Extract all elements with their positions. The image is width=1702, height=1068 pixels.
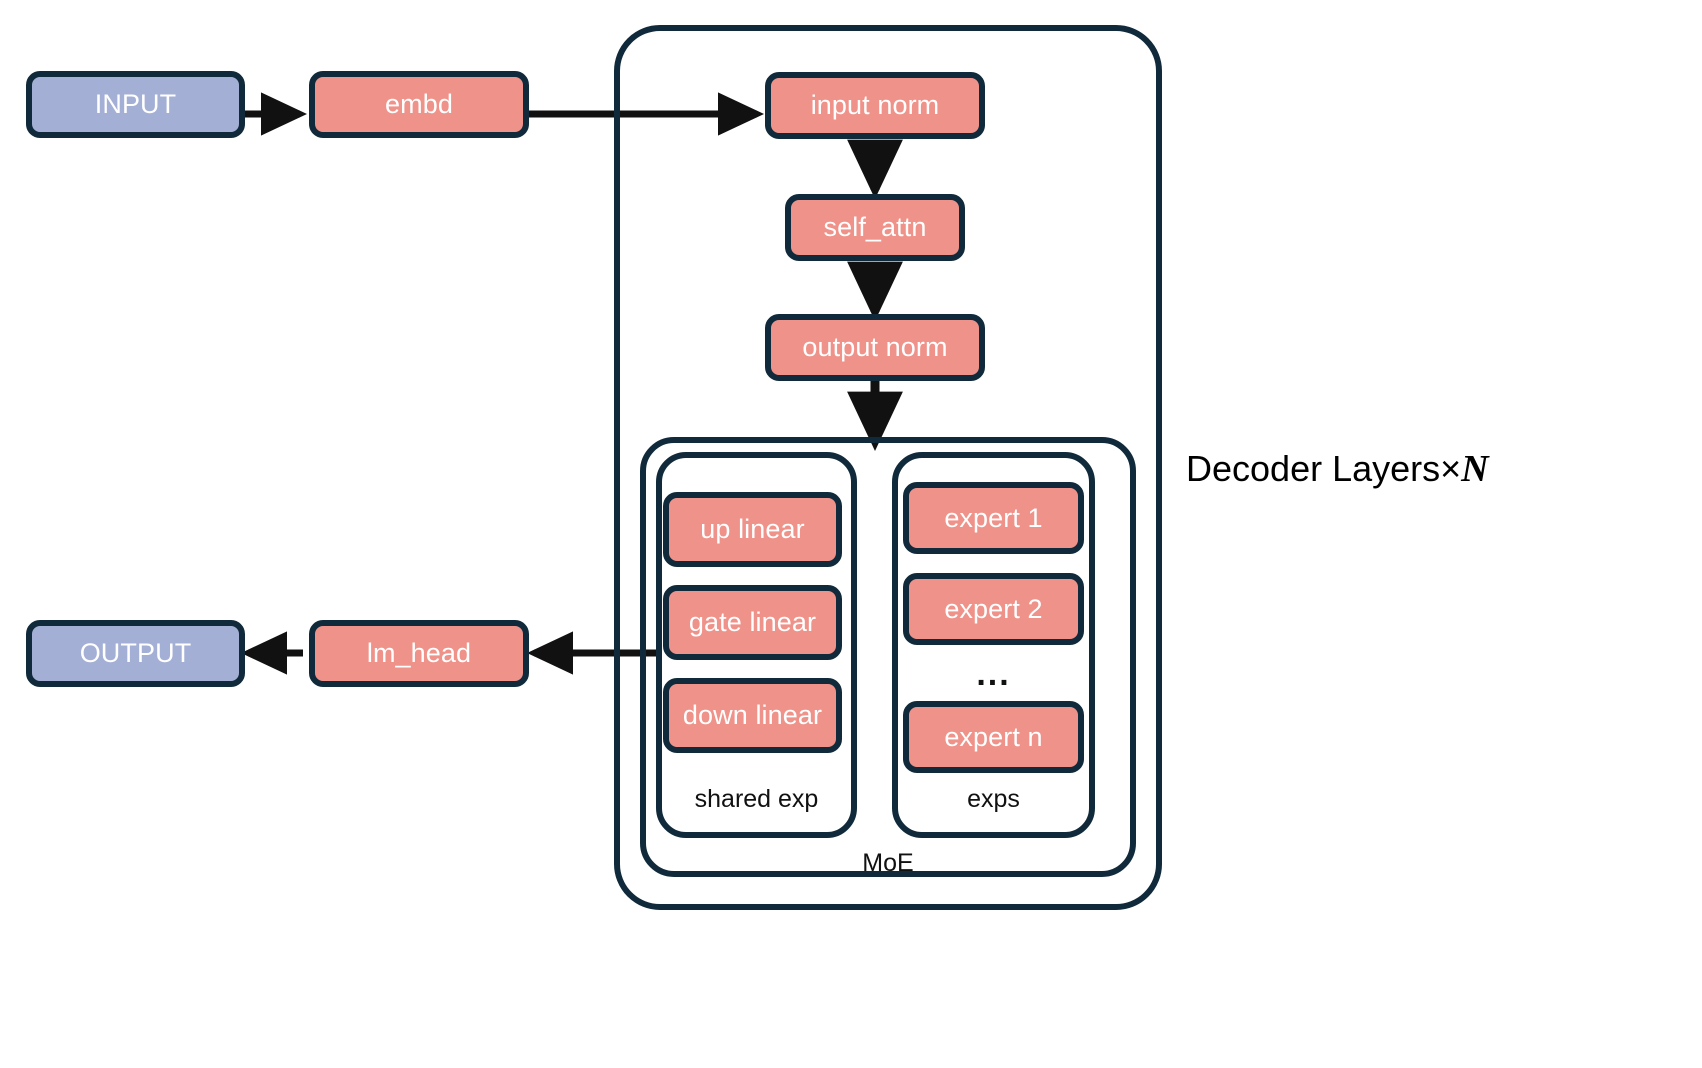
experts-ellipsis: ... [976,655,1011,693]
node-up-linear[interactable]: up linear [663,492,842,567]
moe-label: MoE [862,849,914,877]
shared-expert-label: shared exp [694,785,819,813]
shared-expert-group [656,452,857,838]
node-embd[interactable]: embd [309,71,529,138]
decoder-layers-group [614,25,1162,910]
decoder-layers-label-text: Decoder Layers× [1186,448,1462,489]
node-lm-head[interactable]: lm_head [309,620,529,687]
node-down-linear[interactable]: down linear [663,678,842,753]
experts-group [892,452,1095,838]
node-expert-2[interactable]: expert 2 [903,573,1084,645]
experts-label: exps [967,785,1020,813]
node-gate-linear[interactable]: gate linear [663,585,842,660]
decoder-layers-label: Decoder Layers×N [1186,450,1489,488]
node-output-norm[interactable]: output norm [765,314,985,381]
moe-group [640,437,1136,877]
decoder-layers-count-var: N [1461,448,1489,490]
node-expert-1[interactable]: expert 1 [903,482,1084,554]
node-expert-n[interactable]: expert n [903,701,1084,773]
node-input-norm[interactable]: input norm [765,72,985,139]
node-self-attn[interactable]: self_attn [785,194,965,261]
node-input[interactable]: INPUT [26,71,245,138]
node-output[interactable]: OUTPUT [26,620,245,687]
